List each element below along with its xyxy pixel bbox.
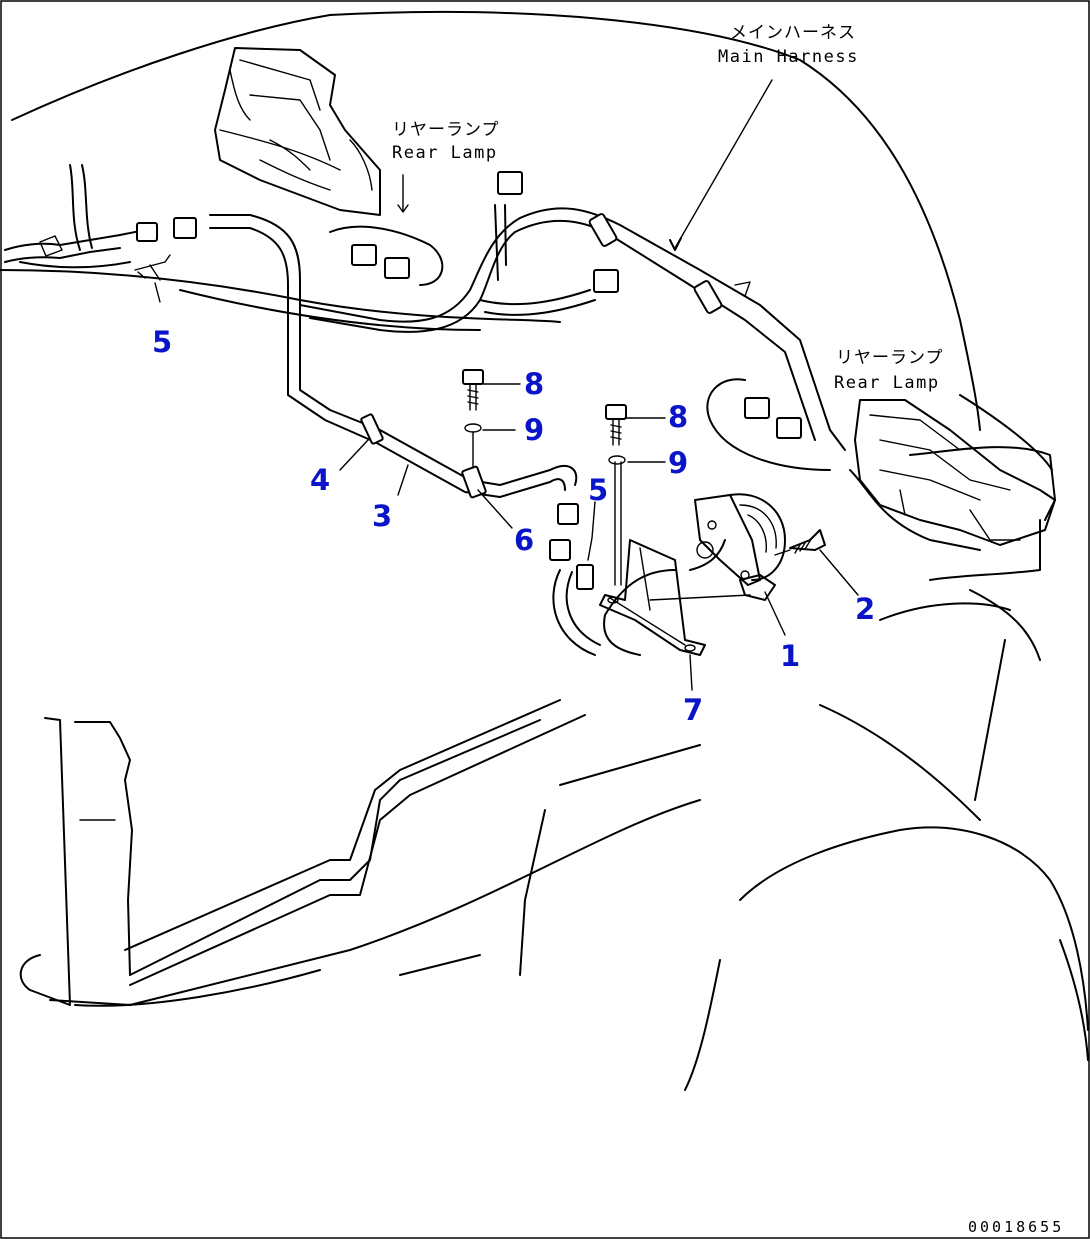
rear-lamp-right-jp-label: リヤーランプ — [836, 348, 944, 368]
bolts-and-washers — [462, 369, 627, 469]
rear-lamp-left-assembly — [214, 47, 381, 216]
callout-1: 1 — [780, 639, 800, 673]
leader-lines — [154, 79, 859, 691]
rear-lamp-left-en-label: Rear Lamp — [392, 143, 498, 163]
drawing-code: 00018655 — [968, 1218, 1064, 1236]
callout-6: 6 — [514, 523, 534, 557]
callout-8-left: 8 — [524, 367, 544, 401]
callout-5-center: 5 — [588, 473, 608, 507]
callout-7: 7 — [683, 693, 703, 727]
rear-lamp-right-assembly — [854, 399, 1056, 546]
callout-2: 2 — [855, 592, 875, 626]
callout-3: 3 — [372, 499, 392, 533]
callout-8-right: 8 — [668, 400, 688, 434]
machine-body-outline — [0, 11, 1089, 1091]
callout-9-left: 9 — [524, 413, 544, 447]
connectors — [39, 171, 802, 590]
callout-numbers: 1 2 3 4 5 5 6 7 8 8 9 9 — [152, 325, 875, 727]
main-harness-jp-label: メインハーネス — [730, 23, 856, 43]
rear-lamp-right-en-label: Rear Lamp — [834, 373, 940, 393]
rear-lamp-left-jp-label: リヤーランプ — [392, 120, 500, 140]
bracket-and-unit — [599, 461, 826, 656]
text-labels: メインハーネス Main Harness リヤーランプ Rear Lamp リヤ… — [392, 23, 944, 393]
main-harness-en-label: Main Harness — [718, 47, 859, 67]
callout-5-left: 5 — [152, 325, 172, 359]
callout-9-right: 9 — [668, 446, 688, 480]
callout-4: 4 — [310, 463, 330, 497]
